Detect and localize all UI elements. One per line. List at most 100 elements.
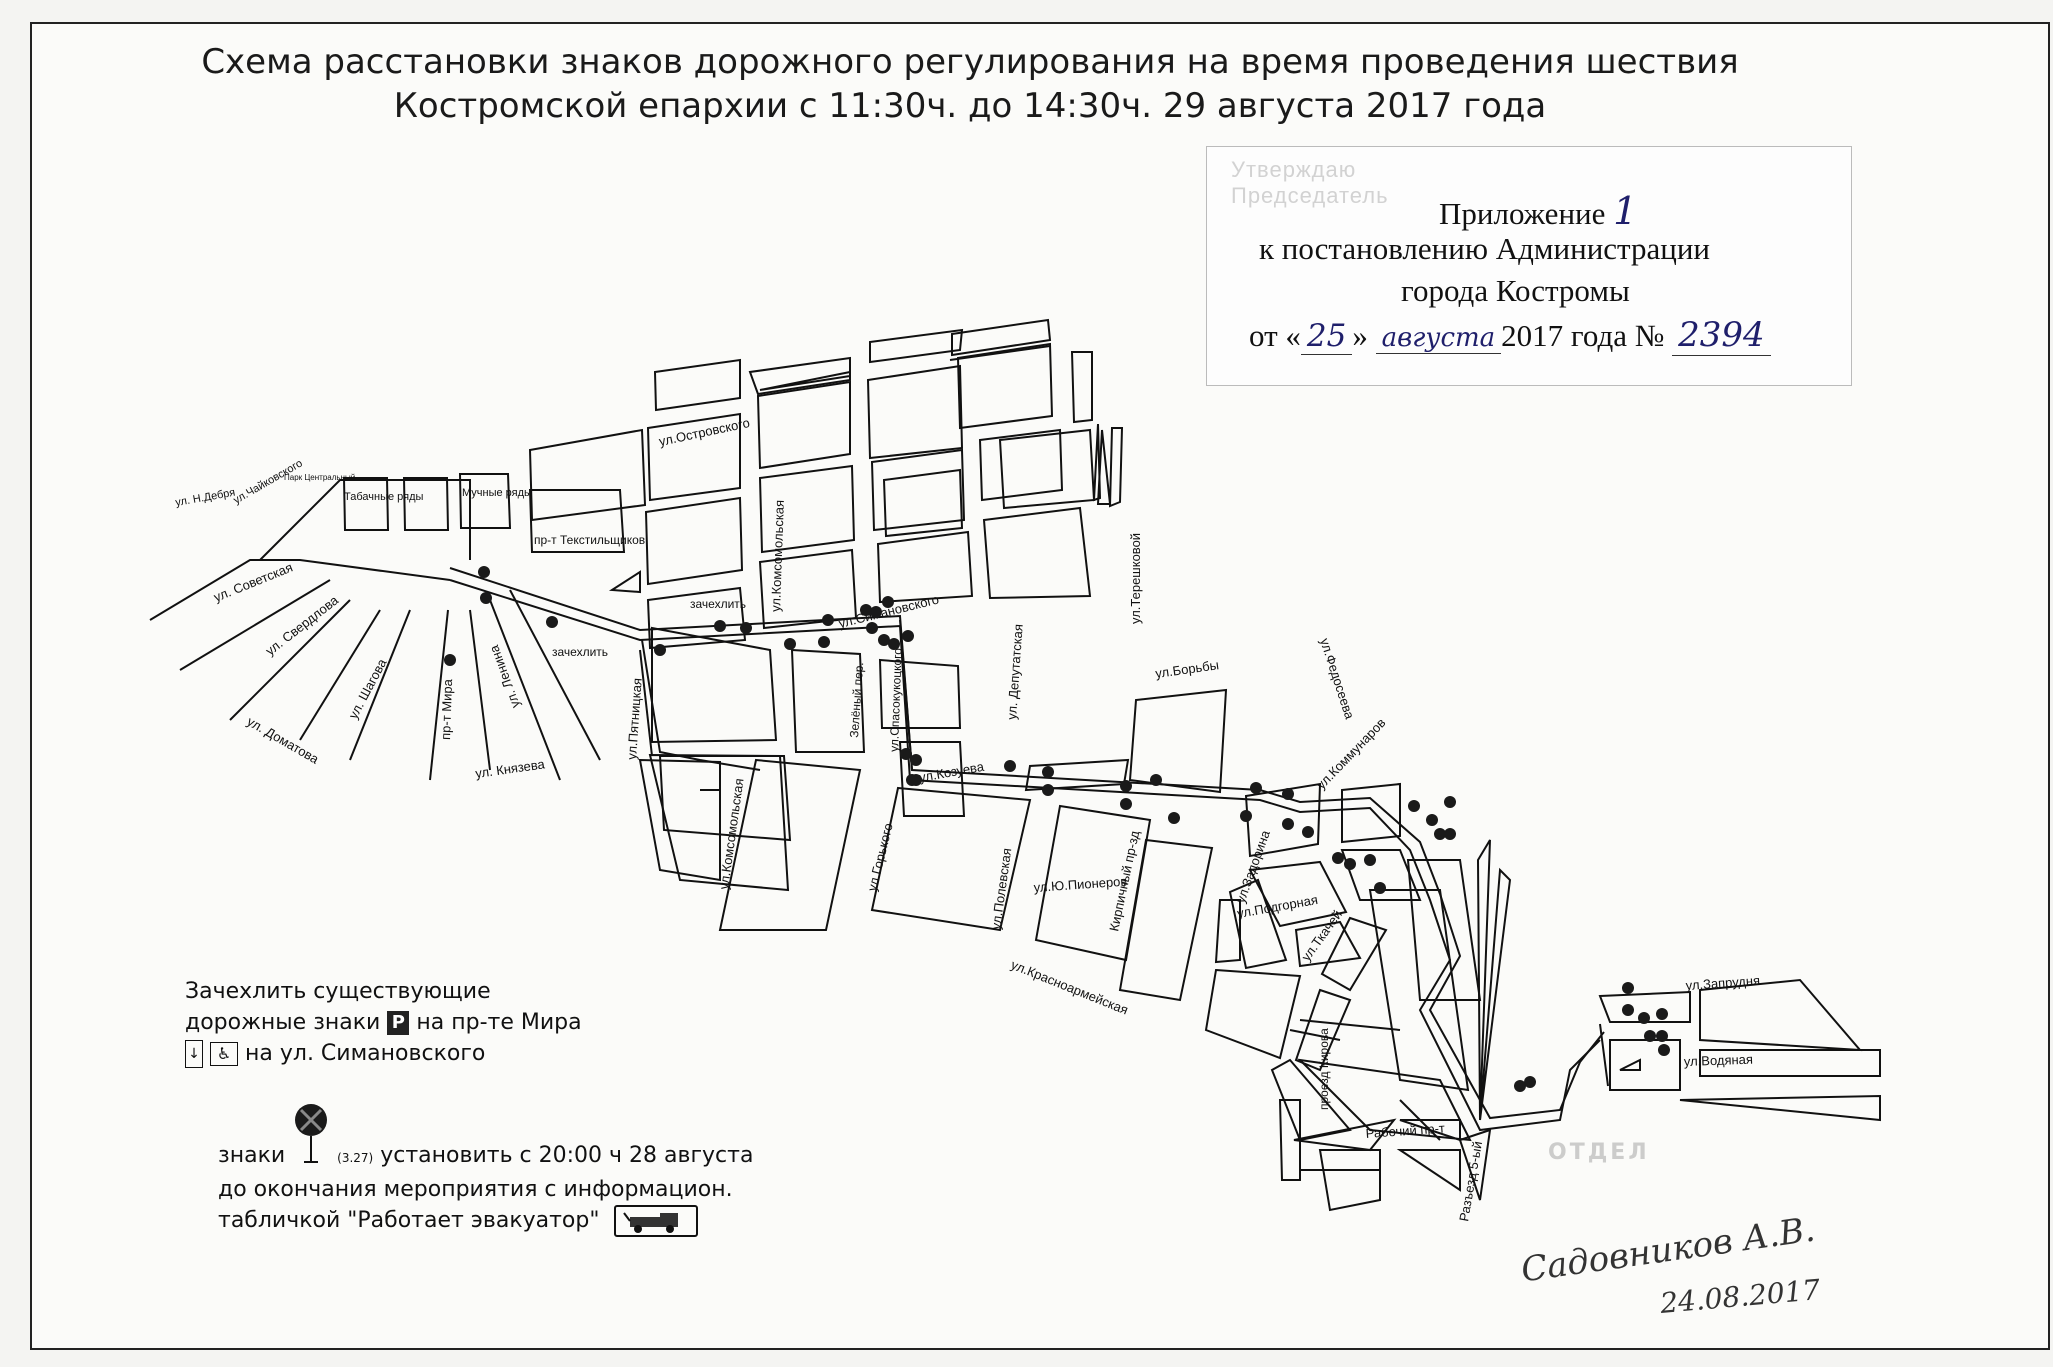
legend-signs-line-1: знаки (3.27) установить с 20:00 ч 28 авг… [218, 1104, 754, 1174]
label-muchnye: Мучные ряды [462, 487, 532, 499]
label-tkacheva: ул.Ткачей [1298, 907, 1345, 964]
label-tekstilshchikov: пр-т Текстильщиков [534, 533, 645, 547]
label-knyazeva: ул. Князева [474, 756, 546, 781]
legend-cover-line-3: ↓ ♿ на ул. Симановского [185, 1038, 582, 1069]
label-n-debrya: ул. Н.Дебря [174, 487, 236, 509]
label-sovetskaya: ул. Советская [212, 559, 295, 604]
appendix-number: 1 [1613, 189, 1638, 233]
sign-marker [1638, 1012, 1650, 1024]
legend-cover-line-1: Зачехлить существующие [185, 979, 491, 1004]
label-vodyanaya: ул.Водяная [1684, 1052, 1754, 1069]
sign-marker [1302, 826, 1314, 838]
disabled-sign-icon: ↓ [185, 1040, 203, 1068]
title-line-2: Костромской епархии с 11:30ч. до 14:30ч.… [393, 86, 1547, 126]
sign-marker [1042, 784, 1054, 796]
label-park: Парк Центральный [284, 473, 355, 482]
sign-marker [480, 592, 492, 604]
label-borby: ул.Борьбы [1154, 657, 1219, 681]
sign-marker [784, 638, 796, 650]
date-day: 25 [1300, 318, 1353, 355]
legend-cover: Зачехлить существующие дорожные знаки P … [185, 976, 582, 1069]
legend-signs-line-3: табличкой "Работает эвакуатор" [218, 1205, 753, 1237]
label-lenina: ул. Ленина [486, 643, 523, 711]
label-spasokukotskogo: ул.Спасокукоцкого [887, 647, 905, 752]
sign-marker [1344, 858, 1356, 870]
sign-marker [654, 644, 666, 656]
label-chaikovskogo: ул.Чайковского [232, 457, 305, 506]
sign-marker [1434, 828, 1446, 840]
sign-marker [1120, 798, 1132, 810]
label-kirova: проезд Кирова [1317, 1028, 1331, 1110]
sign-marker [1168, 812, 1180, 824]
appendix-line-3: города Костромы [1401, 273, 1630, 308]
appendix-block: Утверждаю Председатель Приложение 1 к по… [1206, 146, 1852, 386]
legend-signs-line-1-text: установить с 20:00 ч 28 августа [380, 1143, 754, 1168]
sign-marker [818, 636, 830, 648]
label-cover-2: зачехлить [552, 645, 608, 659]
faded-stamp: ОТДЕЛ [1548, 1140, 1650, 1165]
sign-marker [902, 630, 914, 642]
sign-marker [910, 754, 922, 766]
wheelchair-icon: ♿ [210, 1042, 238, 1066]
label-fedoseeva: ул.Федосеева [1317, 636, 1357, 721]
label-zelenyi: Зелёный пер. [847, 662, 866, 738]
sign-marker [1444, 796, 1456, 808]
label-zaprudnya: ул.Запрудня [1685, 973, 1760, 993]
appendix-word: Приложение [1439, 196, 1606, 231]
faint-line-1: Утверждаю [1231, 157, 1357, 182]
label-deputatskaya: ул. Депутатская [1004, 623, 1026, 720]
sign-markers [444, 566, 1670, 1092]
sign-marker [1426, 814, 1438, 826]
legend-sign-code: (3.27) [337, 1151, 374, 1165]
tow-truck-svg [623, 1212, 679, 1233]
label-kommunarov: ул.Коммунаров [1313, 715, 1388, 792]
city-blocks [342, 318, 1881, 1212]
sign-marker [882, 596, 894, 608]
label-yu-pionerov: ул.Ю.Пионеров [1033, 873, 1128, 895]
legend-signs: знаки (3.27) установить с 20:00 ч 28 авг… [218, 1104, 754, 1237]
sign-marker [1240, 810, 1252, 822]
label-pyatnitskaya: ул.Пятницкая [624, 677, 645, 760]
date-year: 2017 года № [1501, 318, 1665, 353]
sign-marker [1250, 782, 1262, 794]
sign-marker [1374, 882, 1386, 894]
label-shagova: ул. Шагова [345, 656, 390, 722]
title-line-1: Схема расстановки знаков дорожного регул… [201, 42, 1739, 82]
sign-marker [1042, 766, 1054, 778]
sign-marker [900, 748, 912, 760]
sign-marker [1408, 800, 1420, 812]
sign-marker [444, 654, 456, 666]
date-month: августа [1375, 323, 1502, 354]
legend-signs-line-2: до окончания мероприятия с информацион. [218, 1177, 733, 1202]
parking-sign-icon: P [387, 1011, 410, 1035]
legend-signs-line-3-text: табличкой "Работает эвакуатор" [218, 1208, 600, 1233]
appendix-heading: Приложение 1 [1439, 189, 1637, 233]
sign-marker [478, 566, 490, 578]
sign-marker [1282, 818, 1294, 830]
sign-marker [1524, 1076, 1536, 1088]
sign-marker [1644, 1030, 1656, 1042]
sign-marker [1656, 1030, 1668, 1042]
parking-symbol: P [391, 1012, 405, 1033]
no-stopping-sign-icon [292, 1104, 330, 1174]
sign-marker [1622, 982, 1634, 994]
label-gorkogo: ул.Горького [864, 822, 895, 893]
sign-marker [870, 606, 882, 618]
sign-marker [1658, 1044, 1670, 1056]
legend-cover-line-2: дорожные знаки P на пр-те Мира [185, 1007, 582, 1038]
document-number: 2394 [1672, 315, 1771, 356]
sign-marker [860, 604, 872, 616]
sign-marker [888, 638, 900, 650]
sign-marker [1120, 780, 1132, 792]
no-stopping-sign-svg [295, 1104, 328, 1163]
faint-stamp-text: Утверждаю Председатель [1231, 157, 1389, 209]
label-zadorina: ул.Задорина [1233, 828, 1273, 905]
legend-cover-line-2b: на пр-те Мира [416, 1010, 582, 1035]
sign-marker [546, 616, 558, 628]
label-kozueva: ул.Козуева [918, 759, 986, 785]
label-komsomolskaya1: ул.Комсомольская [768, 500, 787, 612]
sign-marker [1444, 828, 1456, 840]
sign-marker [910, 774, 922, 786]
